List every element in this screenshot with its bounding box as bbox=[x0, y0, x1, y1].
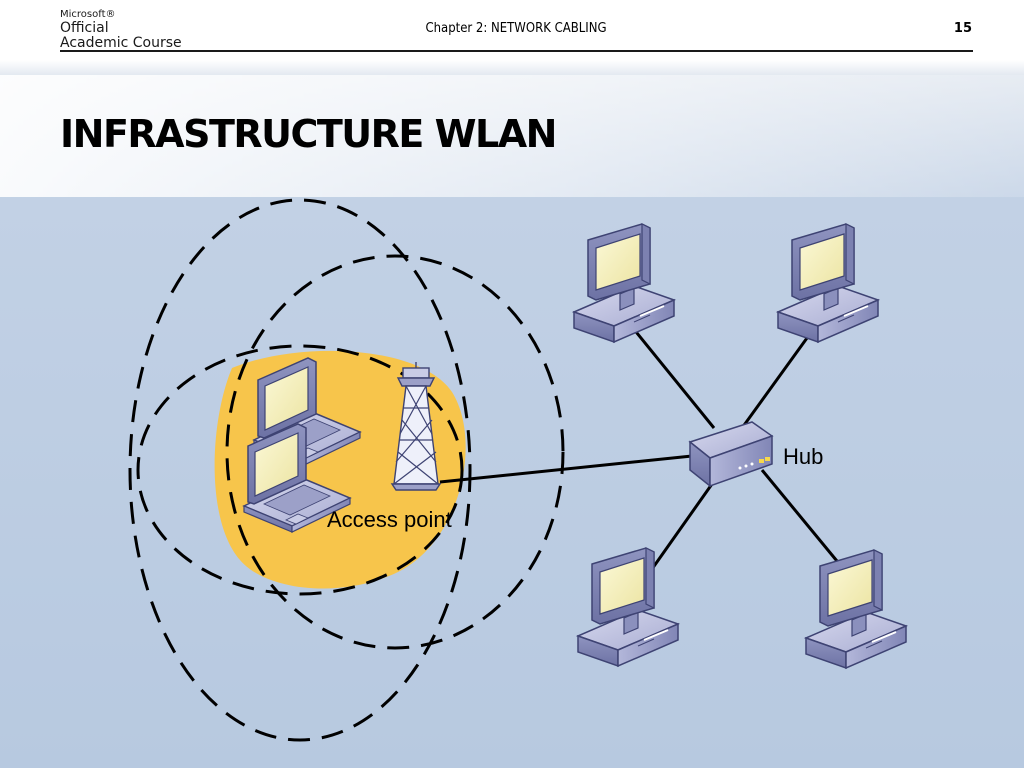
logo-line-1: Official bbox=[60, 20, 109, 36]
access-point-label: Access point bbox=[327, 507, 452, 532]
radio-range-inner bbox=[136, 344, 464, 596]
logo-brand: Microsoft® bbox=[60, 9, 116, 20]
desktop-computer-bottom-right-icon bbox=[805, 549, 907, 669]
radio-range-rings bbox=[128, 198, 565, 742]
link-access-point-hub bbox=[439, 454, 693, 484]
slide-header: Microsoft® Official Academic Course Chap… bbox=[0, 0, 1024, 52]
title-band bbox=[0, 75, 1024, 197]
access-point-tower-icon bbox=[390, 362, 442, 491]
slide-title: INFRASTRUCTURE WLAN bbox=[60, 112, 557, 156]
desktop-computer-top-left-icon bbox=[573, 223, 675, 343]
desktop-computer-bottom-left-icon bbox=[577, 547, 679, 667]
logo-line-2: Academic Course bbox=[60, 35, 182, 51]
chapter-title: Chapter 2: NETWORK CABLING bbox=[425, 21, 607, 36]
hub-label: Hub bbox=[783, 444, 823, 469]
radio-range-middle bbox=[225, 254, 565, 650]
course-logo: Microsoft® Official Academic Course bbox=[60, 4, 182, 51]
link-hub-pc-top-left bbox=[626, 321, 716, 429]
header-rule bbox=[60, 50, 973, 52]
page-number: 15 bbox=[953, 21, 972, 36]
link-hub-pc-bottom-right bbox=[760, 469, 848, 573]
radio-range-outer bbox=[128, 198, 472, 742]
hub-icon bbox=[688, 421, 774, 488]
desktop-computer-top-right-icon bbox=[777, 223, 879, 343]
